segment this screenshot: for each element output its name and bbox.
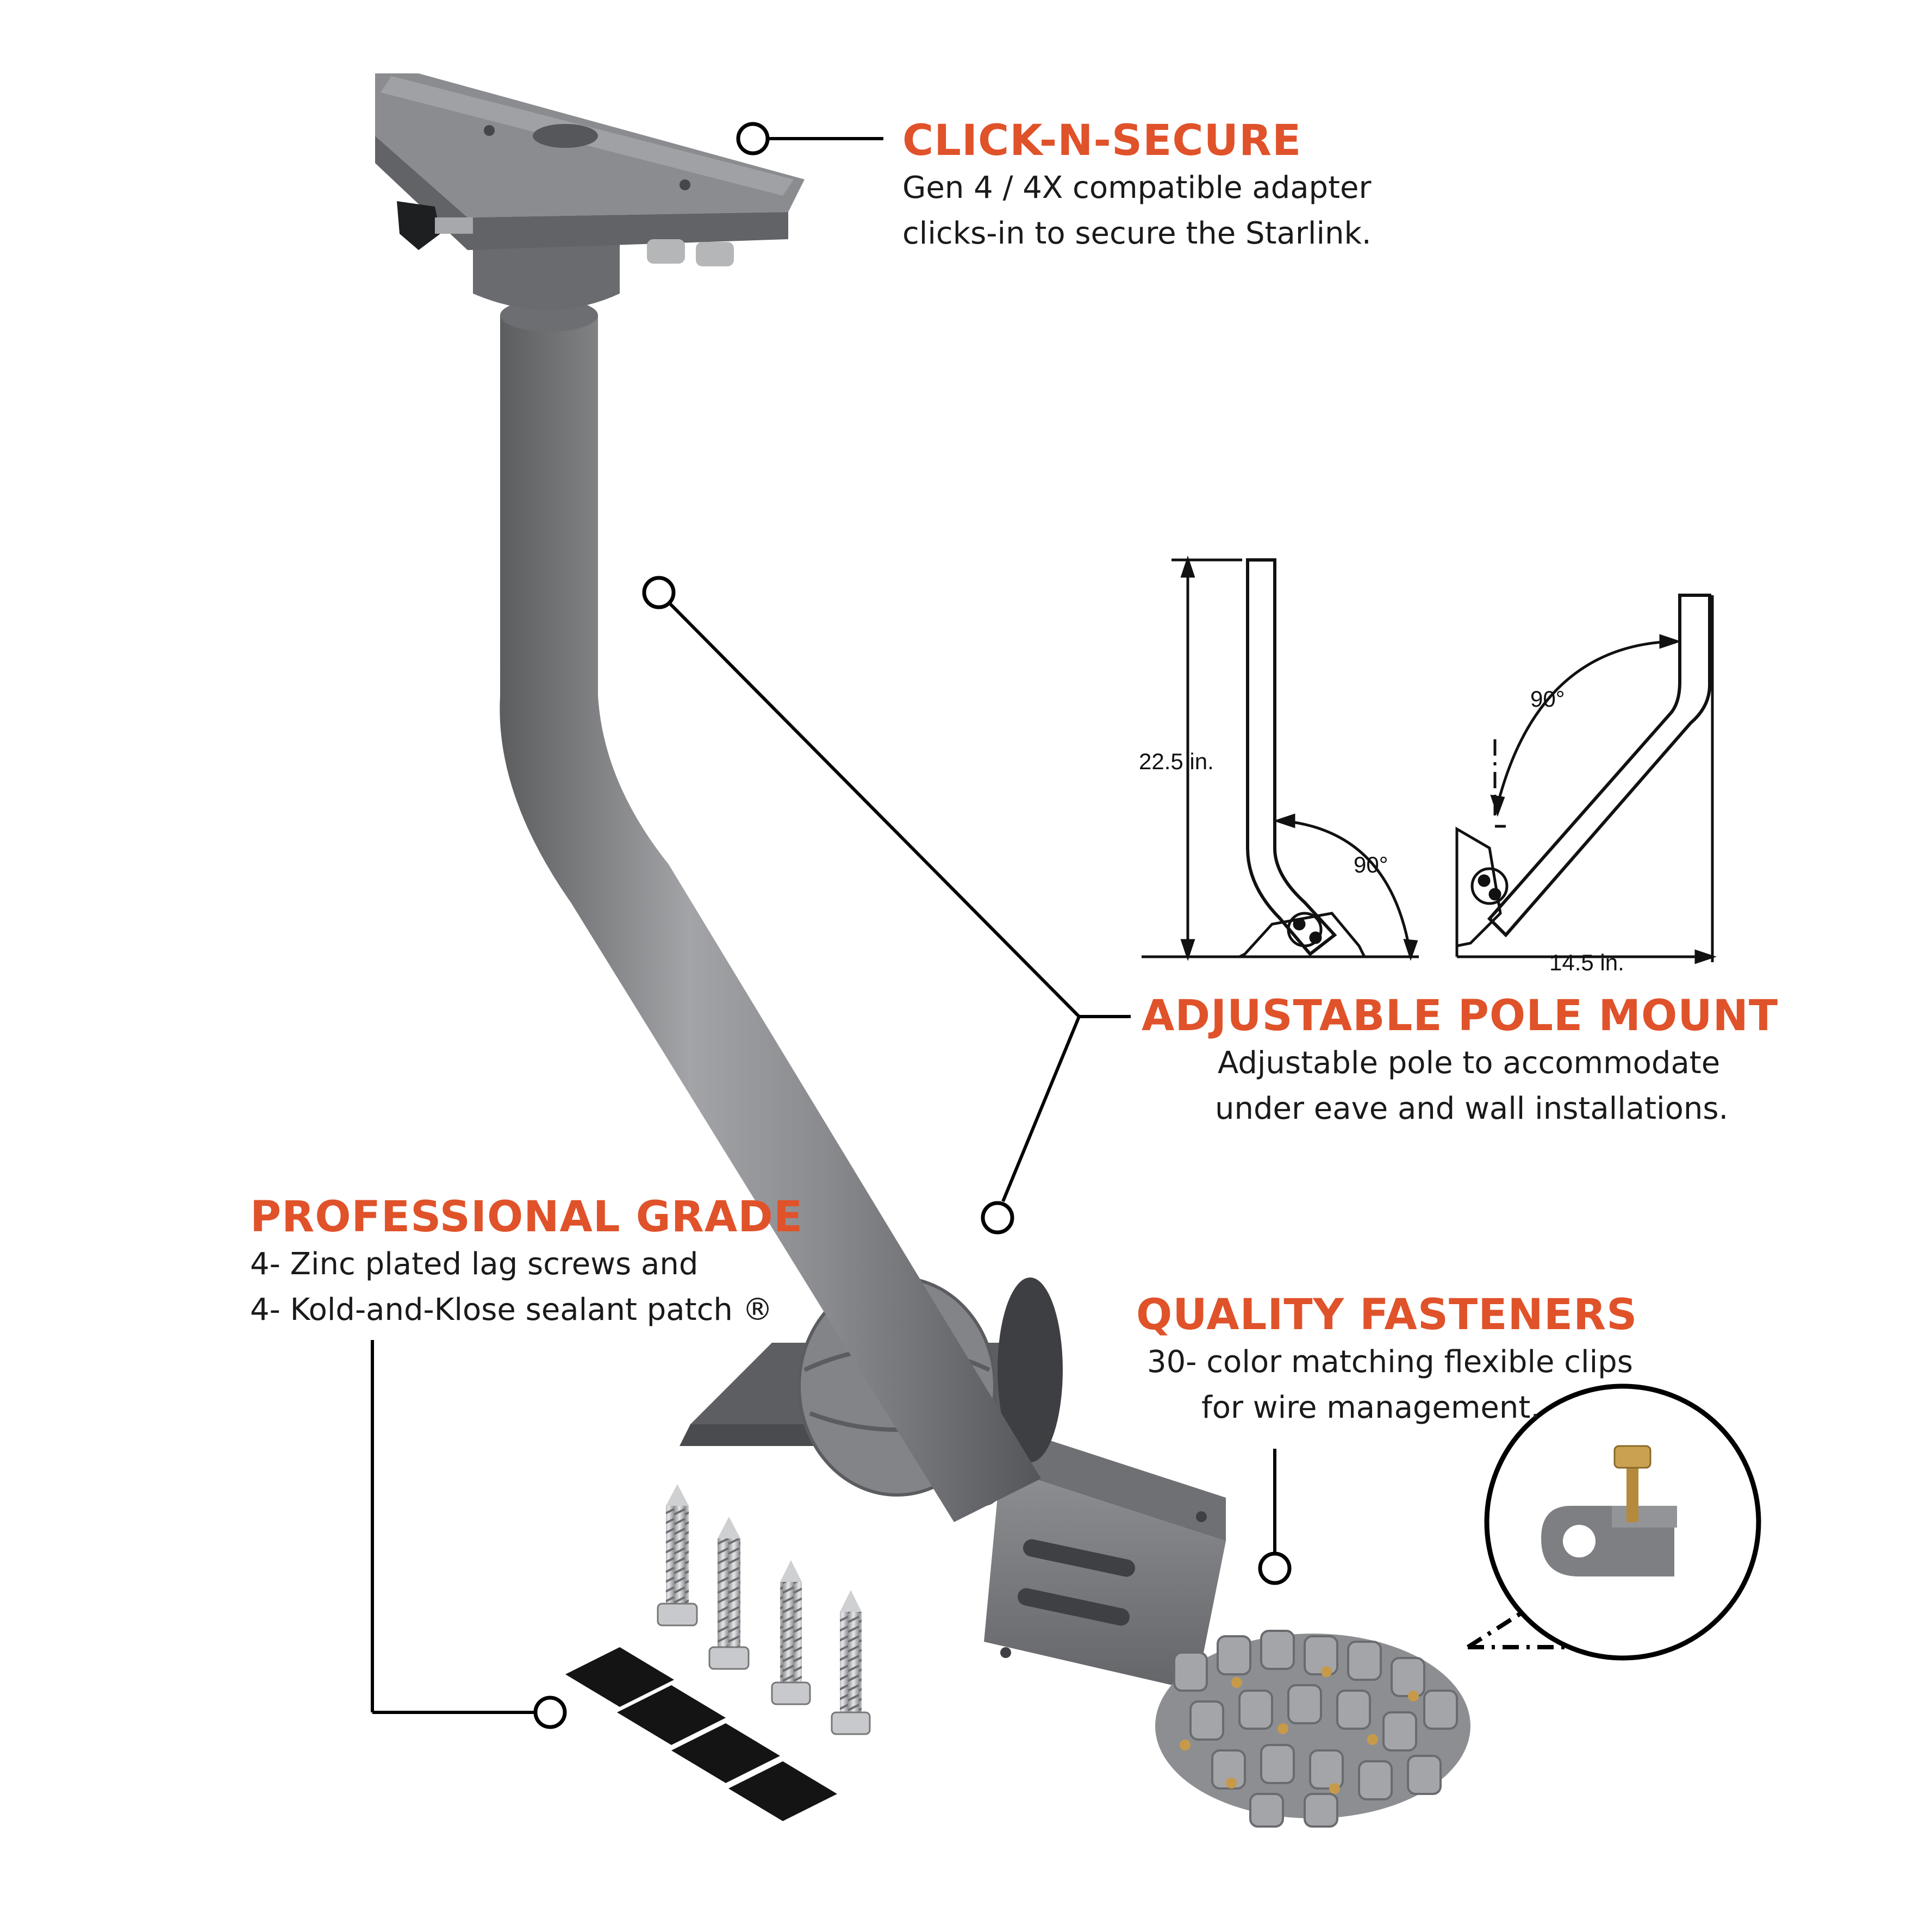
dimension-labels: 22.5 in. 90° 90° 14.5 in. [1139, 686, 1624, 975]
click-n-secure-adapter [375, 73, 805, 310]
lag-screw-icon [657, 1484, 871, 1735]
dimension-diagram [1142, 556, 1717, 964]
professional-grade-callout: PROFESSIONAL GRADE 4- Zinc plated lag sc… [250, 1196, 803, 1333]
cable-clip-icon [1155, 1630, 1470, 1828]
quality-fasteners-desc-line-2: for wire management. [1201, 1390, 1541, 1425]
quality-fasteners-callout: QUALITY FASTENERS 30- color matching fle… [1136, 1294, 1637, 1431]
adjustable-pole-mount-heading: ADJUSTABLE POLE MOUNT [1142, 992, 1779, 1040]
adjustable-pole-mount-desc-line-1: Adjustable pole to accommodate [1218, 1045, 1721, 1081]
click-n-secure-desc-line-1: Gen 4 / 4X compatible adapter [902, 170, 1372, 205]
width-dimension-label: 14.5 in. [1549, 950, 1624, 975]
quality-fasteners-heading: QUALITY FASTENERS [1136, 1291, 1638, 1339]
click-n-secure-desc-line-2: clicks-in to secure the Starlink. [902, 216, 1372, 251]
sealant-patch-icon [565, 1647, 837, 1821]
quality-fasteners-desc-line-1: 30- color matching flexible clips [1147, 1344, 1633, 1380]
professional-grade-desc-line-1: 4- Zinc plated lag screws and [250, 1247, 699, 1282]
angle-label-right: 90° [1530, 686, 1565, 712]
click-n-secure-callout: CLICK-N-SECURE Gen 4 / 4X compatible ada… [902, 120, 1372, 257]
angle-label-left: 90° [1354, 852, 1388, 877]
height-dimension-label: 22.5 in. [1139, 749, 1214, 774]
callout-leader-lines [371, 122, 1292, 1729]
professional-grade-desc-line-2: 4- Kold-and-Klose sealant patch ® [250, 1292, 773, 1328]
starlink-pole-mount-icon [375, 73, 1226, 1691]
adjustable-pole-mount-desc-line-2: under eave and wall installations. [1215, 1091, 1729, 1126]
clip-zoom-detail [1466, 1383, 1761, 1661]
professional-grade-heading: PROFESSIONAL GRADE [250, 1193, 803, 1242]
adjustable-pole-mount-callout: ADJUSTABLE POLE MOUNT Adjustable pole to… [1142, 995, 1778, 1132]
click-n-secure-heading: CLICK-N-SECURE [902, 116, 1302, 165]
